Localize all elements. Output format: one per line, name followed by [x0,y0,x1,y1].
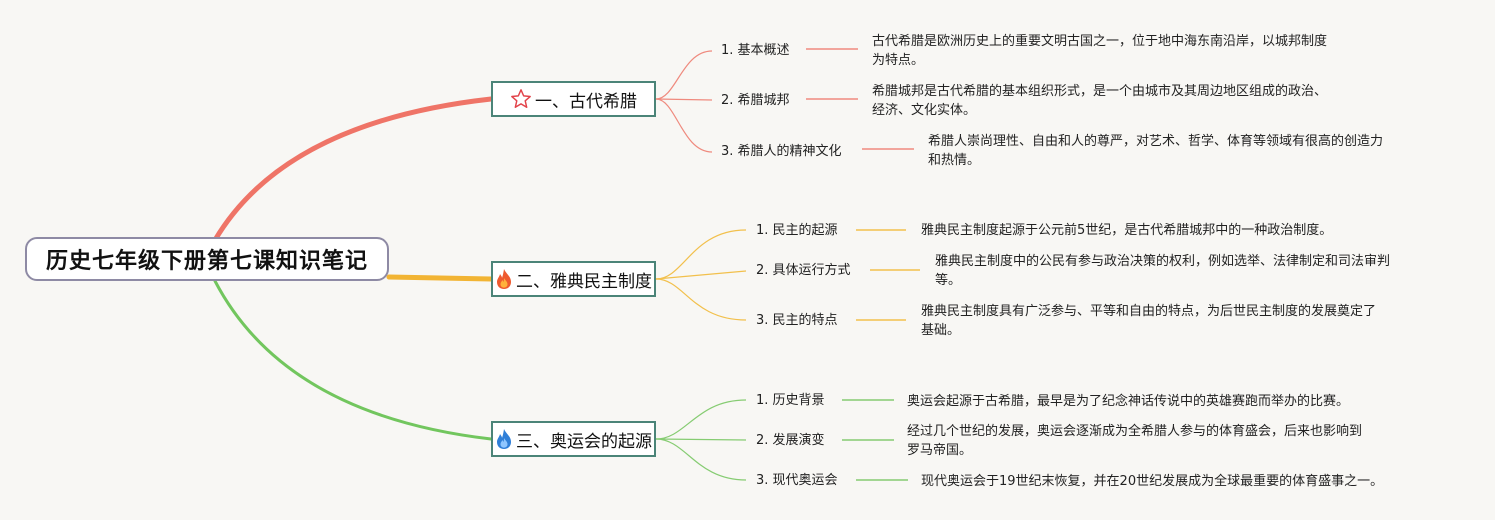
desc-spiritual-culture: 希腊人崇尚理性、自由和人的尊严，对艺术、哲学、体育等领域有很高的创造力 和热情。 [928,134,1384,168]
desc-democracy-features: 雅典民主制度具有广泛参与、平等和自由的特点，为后世民主制度的发展奠定了 基础。 [921,304,1377,338]
link-b3-item1 [655,399,747,440]
fire-icon [495,268,513,290]
subtopic-development[interactable]: 2. 发展演变 [756,433,825,448]
subtopic-operation[interactable]: 2. 具体运行方式 [756,263,851,278]
branch-title: 一、古代希腊 [535,91,637,112]
desc-basic-overview: 古代希腊是欧洲历史上的重要文明古国之一，位于地中海东南沿岸，以城邦制度 为特点。 [872,34,1328,68]
link-b1-item2 [655,98,713,101]
link-b2-item1 [655,229,747,280]
link-root-branch3 [213,279,493,441]
subtopic-democracy-origin[interactable]: 1. 民主的起源 [756,223,838,238]
desc-operation: 雅典民主制度中的公民有参与政治决策的权利，例如选举、法律制定和司法审判 等。 [935,254,1391,288]
subtopic-historical-background[interactable]: 1. 历史背景 [756,393,825,408]
link-b3-item3 [655,438,747,481]
subtopic-basic-overview[interactable]: 1. 基本概述 [721,43,790,58]
desc-democracy-origin: 雅典民主制度起源于公元前5世纪，是古代希腊城邦中的一种政治制度。 [921,223,1333,238]
branch-athenian-democracy[interactable]: 二、雅典民主制度 [491,261,656,297]
branch-title: 二、雅典民主制度 [516,271,652,292]
subtopic-city-state[interactable]: 2. 希腊城邦 [721,93,790,108]
star-outline-icon [510,88,532,110]
desc-historical-background: 奥运会起源于古希腊，最早是为了纪念神话传说中的英雄赛跑而举办的比赛。 [907,394,1350,409]
link-root-branch2 [386,274,494,282]
branch-olympics-origin[interactable]: 三、奥运会的起源 [491,421,656,457]
link-b2-item3 [655,278,747,321]
flame-blue-icon [495,428,513,450]
desc-modern-olympics: 现代奥运会于19世纪末恢复，并在20世纪发展成为全球最重要的体育盛事之一。 [921,474,1384,489]
subtopic-modern-olympics[interactable]: 3. 现代奥运会 [756,473,838,488]
root-title: 历史七年级下册第七课知识笔记 [45,249,368,274]
link-root-branch1 [212,96,494,243]
desc-development: 经过几个世纪的发展，奥运会逐渐成为全希腊人参与的体育盛会，后来也影响到 罗马帝国… [907,424,1363,458]
link-b1-item1 [655,50,713,100]
root-topic[interactable]: 历史七年级下册第七课知识笔记 [25,237,389,281]
subtopic-democracy-features[interactable]: 3. 民主的特点 [756,313,838,328]
branch-title: 三、奥运会的起源 [516,431,652,452]
branch-ancient-greece[interactable]: 一、古代希腊 [491,81,656,117]
link-b2-item2 [655,270,747,280]
link-b1-item3 [655,98,713,153]
subtopic-spiritual-culture[interactable]: 3. 希腊人的精神文化 [721,144,842,159]
link-b3-item2 [655,438,747,441]
desc-city-state: 希腊城邦是古代希腊的基本组织形式，是一个由城市及其周边地区组成的政治、 经济、文… [872,84,1328,118]
